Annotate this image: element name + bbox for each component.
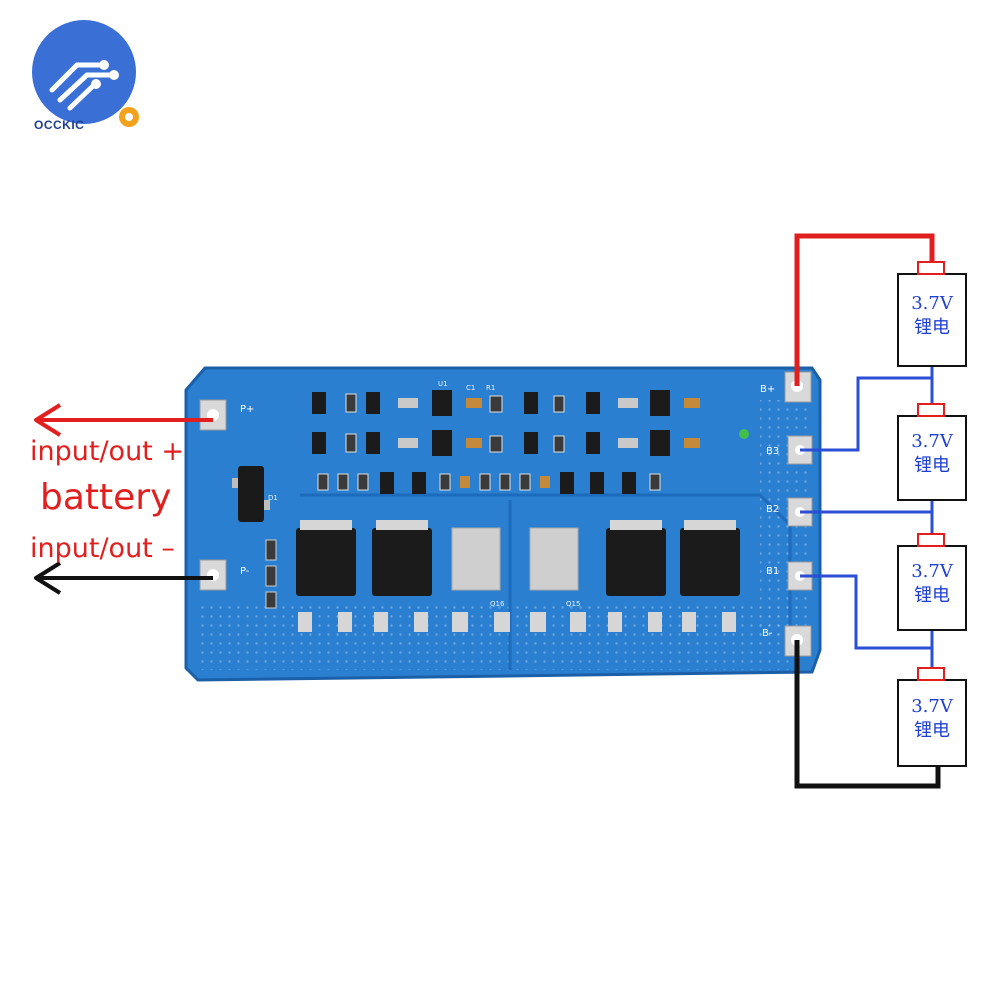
resistor <box>265 565 277 587</box>
pad-label-p-minus: P- <box>240 566 250 577</box>
comp-label-u1: U1 <box>438 380 448 388</box>
comp-label-c1: C1 <box>466 384 476 392</box>
mosfet-1 <box>296 520 356 632</box>
smd-row-top <box>312 390 700 416</box>
logo-text: OCCKIC <box>34 118 85 132</box>
comp-label-q16: Q16 <box>490 600 505 608</box>
diode-d1 <box>238 466 264 522</box>
label-battery: battery <box>40 477 172 518</box>
cell-4-label: 3.7V 锂电 <box>899 695 965 743</box>
cell-4-voltage: 3.7V <box>911 696 953 717</box>
mosfet-4 <box>680 520 740 632</box>
pad-label-p-plus: P+ <box>240 404 255 415</box>
brand-logo: OCCKIC <box>32 20 144 132</box>
pad-label-b-minus: B- <box>762 628 773 639</box>
status-dot <box>739 429 749 439</box>
pad-q16 <box>451 527 501 591</box>
pad-label-b1: B1 <box>766 566 780 577</box>
cell-4 <box>897 667 967 767</box>
cell-2-label: 3.7V 锂电 <box>899 430 965 478</box>
resistor <box>265 591 277 609</box>
mosfet-3 <box>606 520 666 632</box>
via-field <box>200 600 800 670</box>
p-minus-pad <box>199 559 227 591</box>
wire-positive <box>794 233 935 386</box>
cell-1 <box>897 261 967 367</box>
comp-label-q15: Q15 <box>566 600 581 608</box>
pad-label-b3: B3 <box>766 446 780 457</box>
cell-1-label: 3.7V 锂电 <box>899 292 965 340</box>
cell-3-type: 锂电 <box>914 585 950 606</box>
mosfet-2 <box>372 520 432 632</box>
cell-2-type: 锂电 <box>914 455 950 476</box>
arrow-minus <box>34 561 213 595</box>
pad-label-b-plus: B+ <box>760 384 776 395</box>
wire-b1 <box>800 574 934 668</box>
comp-label-r1: R1 <box>486 384 496 392</box>
logo-circle <box>32 20 136 124</box>
label-input-out-plus: input/out + <box>30 436 184 467</box>
cell-2 <box>897 403 967 501</box>
smd-row-mid <box>312 430 700 456</box>
pad-q15 <box>529 527 579 591</box>
cell-4-type: 锂电 <box>914 720 950 741</box>
label-input-out-minus: input/out – <box>30 533 175 564</box>
cell-3-label: 3.7V 锂电 <box>899 560 965 608</box>
comp-label-d1: D1 <box>268 494 278 502</box>
cell-2-voltage: 3.7V <box>911 431 953 452</box>
cell-3-voltage: 3.7V <box>911 561 953 582</box>
cell-3 <box>897 533 967 631</box>
cell-1-voltage: 3.7V <box>911 293 953 314</box>
arrow-plus <box>34 403 213 437</box>
cell-1-type: 锂电 <box>914 317 950 338</box>
smd-row-low <box>317 472 661 494</box>
circuit-icon <box>49 60 119 111</box>
gear-icon <box>119 107 139 127</box>
wire-b3 <box>800 376 934 452</box>
pad-label-b2: B2 <box>766 504 780 515</box>
wire-negative <box>794 640 941 789</box>
resistor <box>265 539 277 561</box>
